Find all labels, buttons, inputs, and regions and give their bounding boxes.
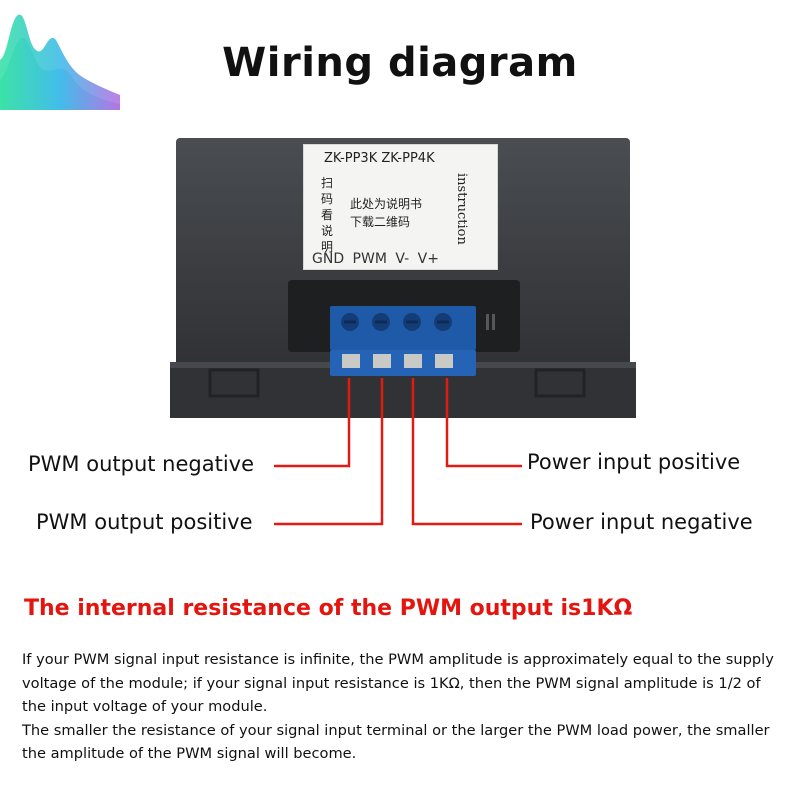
wire-power-negative: [411, 378, 522, 526]
wire-power-positive: [445, 378, 522, 468]
scan-qr-text: 扫码看说明: [321, 176, 334, 254]
explanation-sentence-1: If your PWM signal input resistance is i…: [22, 651, 774, 715]
qr-text-line-2: 下载二维码: [350, 215, 411, 229]
label-power-input-positive: Power input positive: [527, 450, 741, 474]
model-number: ZK-PP3K ZK-PP4K: [324, 151, 435, 166]
page-title: Wiring diagram: [222, 40, 578, 86]
wire-pwm-positive: [274, 378, 384, 526]
qr-placeholder-text: 此处为说明书 下载二维码: [350, 195, 422, 231]
contact-pwm: [373, 354, 391, 368]
label-pwm-output-positive: PWM output positive: [36, 510, 253, 534]
contact-vplus: [435, 354, 453, 368]
right-clip: [534, 368, 586, 398]
resistance-note: The internal resistance of the PWM outpu…: [24, 596, 633, 621]
device-bezel: [170, 362, 636, 418]
qr-text-line-1: 此处为说明书: [350, 197, 423, 211]
terminal-block: [330, 306, 476, 376]
label-pwm-output-negative: PWM output negative: [28, 452, 255, 476]
wire-pwm-negative: [274, 378, 351, 468]
decorative-wave-graphic: [0, 14, 120, 110]
pin-labels: GND PWM V- V+: [312, 251, 439, 267]
instruction-text: instruction: [454, 173, 469, 245]
contact-gnd: [342, 354, 360, 368]
product-label-sticker: ZK-PP3K ZK-PP4K 扫码看说明 此处为说明书 下载二维码 instr…: [303, 144, 498, 270]
explanation-paragraph: If your PWM signal input resistance is i…: [22, 648, 788, 766]
explanation-sentence-2: The smaller the resistance of your signa…: [22, 721, 770, 763]
left-clip: [208, 368, 260, 398]
label-power-input-negative: Power input negative: [530, 510, 753, 534]
contact-vminus: [404, 354, 422, 368]
